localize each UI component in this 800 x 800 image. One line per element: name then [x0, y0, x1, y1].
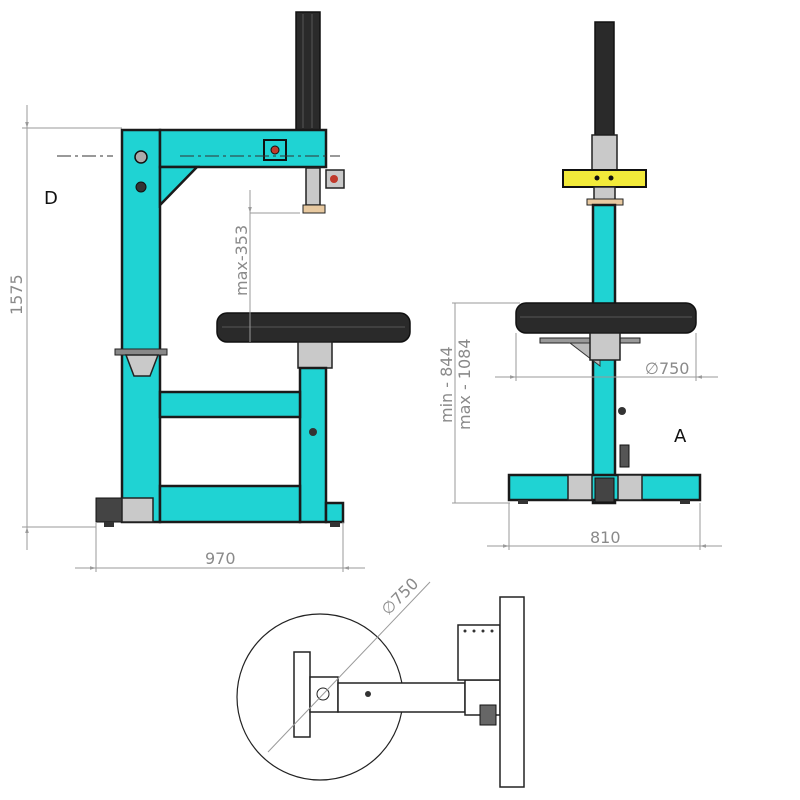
table-hub — [589, 332, 621, 361]
press-pad — [302, 204, 326, 214]
crossbar-lower — [158, 484, 302, 524]
top-beam — [158, 128, 328, 169]
cylinder — [295, 11, 321, 131]
side-view: 1575 970 max-353 D — [7, 11, 411, 572]
table — [515, 302, 697, 334]
press-head — [305, 167, 321, 206]
yellow-crossbar — [562, 169, 647, 188]
view-label-a: A — [674, 426, 687, 447]
dim-width-970: 970 — [205, 549, 236, 568]
dim-width-810: 810 — [590, 528, 621, 547]
cylinder — [594, 21, 615, 136]
brace — [158, 165, 200, 209]
front-view: min - 844 max - 1084 ∅750 810 A — [437, 21, 722, 550]
upright-plate — [499, 596, 525, 788]
right-post — [298, 366, 328, 524]
dim-diameter-top: ∅750 — [377, 574, 422, 619]
dim-min-height: min - 844 — [437, 346, 456, 423]
dim-max-height: max - 1084 — [455, 338, 474, 430]
arm — [337, 682, 466, 713]
column — [120, 128, 162, 524]
view-label-d: D — [44, 188, 58, 209]
dim-diameter-front: ∅750 — [645, 359, 689, 378]
box — [457, 624, 501, 681]
dim-stroke-353: max-353 — [232, 225, 251, 296]
top-view: ∅750 — [236, 574, 525, 788]
dim-height-1575: 1575 — [7, 274, 26, 315]
table-hub — [297, 341, 333, 369]
foot-box — [95, 497, 123, 523]
crossbar-upper — [158, 390, 302, 419]
